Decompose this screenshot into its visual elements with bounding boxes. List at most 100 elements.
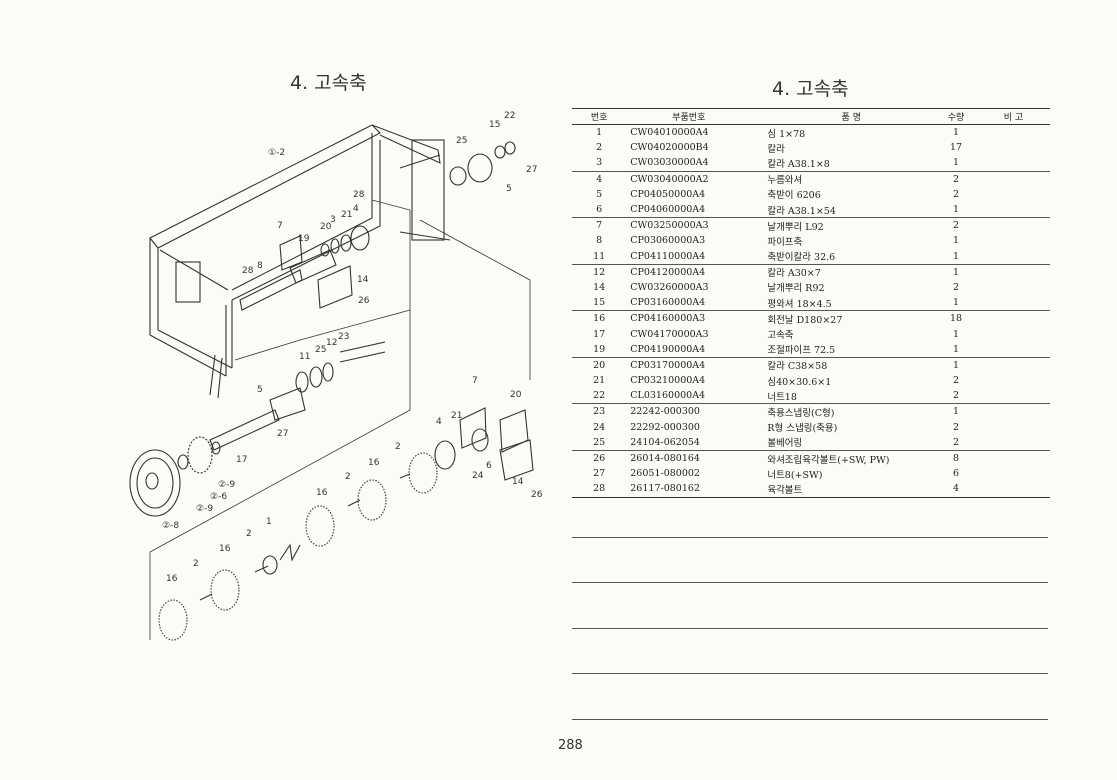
callout-label: 12 xyxy=(326,338,337,348)
frame xyxy=(149,124,451,399)
cell-qty: 2 xyxy=(953,220,960,232)
callout-label: 17 xyxy=(236,455,247,465)
callout-label: 15 xyxy=(489,120,500,130)
cell-qty: 1 xyxy=(935,248,977,265)
cell-remark xyxy=(977,233,1050,248)
cell-no: 7 xyxy=(596,220,603,232)
cell-remark xyxy=(976,481,1050,498)
callout-label: 27 xyxy=(277,429,288,439)
callout-label: 7 xyxy=(277,221,283,231)
cell-name: 칼라 C38×58 xyxy=(767,361,828,373)
cell-no: 20 xyxy=(593,359,606,371)
cell-name: 누름와셔 xyxy=(767,175,803,187)
cell-name: 심 1×78 xyxy=(767,128,806,140)
cell-part-no: 26014-080164 xyxy=(630,453,700,465)
cell-qty: 1 xyxy=(935,341,977,358)
cell-remark xyxy=(976,295,1050,312)
cell-remark xyxy=(976,341,1050,358)
cell-name: 너트18 xyxy=(747,388,936,405)
pulley xyxy=(129,436,221,517)
cell-no: 6 xyxy=(572,201,627,219)
callout-label: 25 xyxy=(315,345,326,355)
page-number: 288 xyxy=(558,738,583,753)
cell-name: 칼라 A38.1×8 xyxy=(747,155,936,172)
cell-no: 21 xyxy=(593,375,606,387)
cell-remark xyxy=(977,326,1050,341)
callout-label: 5 xyxy=(506,184,512,194)
cell-name: 와셔조립육각볼트(+SW, PW) xyxy=(767,454,890,466)
cell-qty: 2 xyxy=(953,421,960,433)
callout-label: 2 xyxy=(345,472,351,482)
callout-label: 28 xyxy=(353,190,365,200)
cell-name: 축용스냅링(C형) xyxy=(767,407,835,419)
cell-part-no: CW03260000A3 xyxy=(630,281,709,293)
cell-remark xyxy=(977,373,1050,388)
cell-part-no: CP04060000A4 xyxy=(626,201,748,219)
cell-no: 23 xyxy=(593,406,606,418)
callout-label: 3 xyxy=(330,215,336,225)
cell-part-no: 26051-080002 xyxy=(630,468,700,480)
callout-label: 2 xyxy=(193,559,199,569)
cell-part-no: CP04190000A4 xyxy=(626,341,748,358)
upper-shaft-parts xyxy=(239,141,516,311)
cell-no: 17 xyxy=(593,328,606,340)
rotary-blades xyxy=(158,407,534,641)
callout-label: ②-9 xyxy=(218,480,235,490)
cell-name: 축받이칼라 32.6 xyxy=(747,248,936,265)
callout-label: 2 xyxy=(395,442,401,452)
cell-no: 26 xyxy=(593,453,606,465)
cell-part-no: CP03210000A4 xyxy=(630,375,706,387)
cell-no: 2 xyxy=(596,142,603,154)
cell-qty: 1 xyxy=(935,155,977,172)
blank-row-line xyxy=(572,582,1048,583)
guide-lines xyxy=(149,199,531,640)
cell-part-no: 22292-000300 xyxy=(630,421,700,433)
cell-name: 날개뿌리 R92 xyxy=(767,283,825,295)
callout-label: 21 xyxy=(451,411,462,421)
cell-name: 칼라 A38.1×54 xyxy=(747,201,936,219)
cell-name: 육각볼트 xyxy=(747,481,936,498)
cell-no: 8 xyxy=(596,235,603,247)
cell-name: 칼라 A30×7 xyxy=(767,268,821,280)
callout-label: 4 xyxy=(353,204,359,214)
page-title-left: 4. 고속축 xyxy=(290,72,367,94)
cell-name: 너트8(+SW) xyxy=(767,469,823,481)
cell-no: 1 xyxy=(596,127,603,139)
callout-label: 27 xyxy=(526,165,537,175)
callout-label: 16 xyxy=(166,574,178,584)
blank-row-line xyxy=(572,719,1048,720)
cell-qty: 1 xyxy=(953,328,960,340)
cell-qty: 8 xyxy=(953,453,960,465)
cell-part-no: CW04020000B4 xyxy=(630,142,709,154)
blank-row-line xyxy=(572,537,1048,538)
cell-no: 3 xyxy=(572,155,627,172)
cell-qty: 2 xyxy=(953,375,960,387)
cell-qty: 1 xyxy=(953,359,960,371)
cell-part-no: CP04160000A3 xyxy=(630,313,706,325)
cell-qty: 17 xyxy=(950,142,963,154)
header-part-no: 부품번호 xyxy=(626,108,748,125)
cell-part-no: CW03250000A3 xyxy=(630,220,709,232)
cell-qty: 1 xyxy=(935,201,977,219)
cell-part-no: 24104-062054 xyxy=(626,434,748,451)
cell-part-no: CP03170000A4 xyxy=(630,359,706,371)
callout-label: 8 xyxy=(257,261,263,271)
header-name: 품 명 xyxy=(747,108,936,125)
callout-label: 20 xyxy=(510,390,522,400)
cell-name: 날개뿌리 L92 xyxy=(767,221,824,233)
